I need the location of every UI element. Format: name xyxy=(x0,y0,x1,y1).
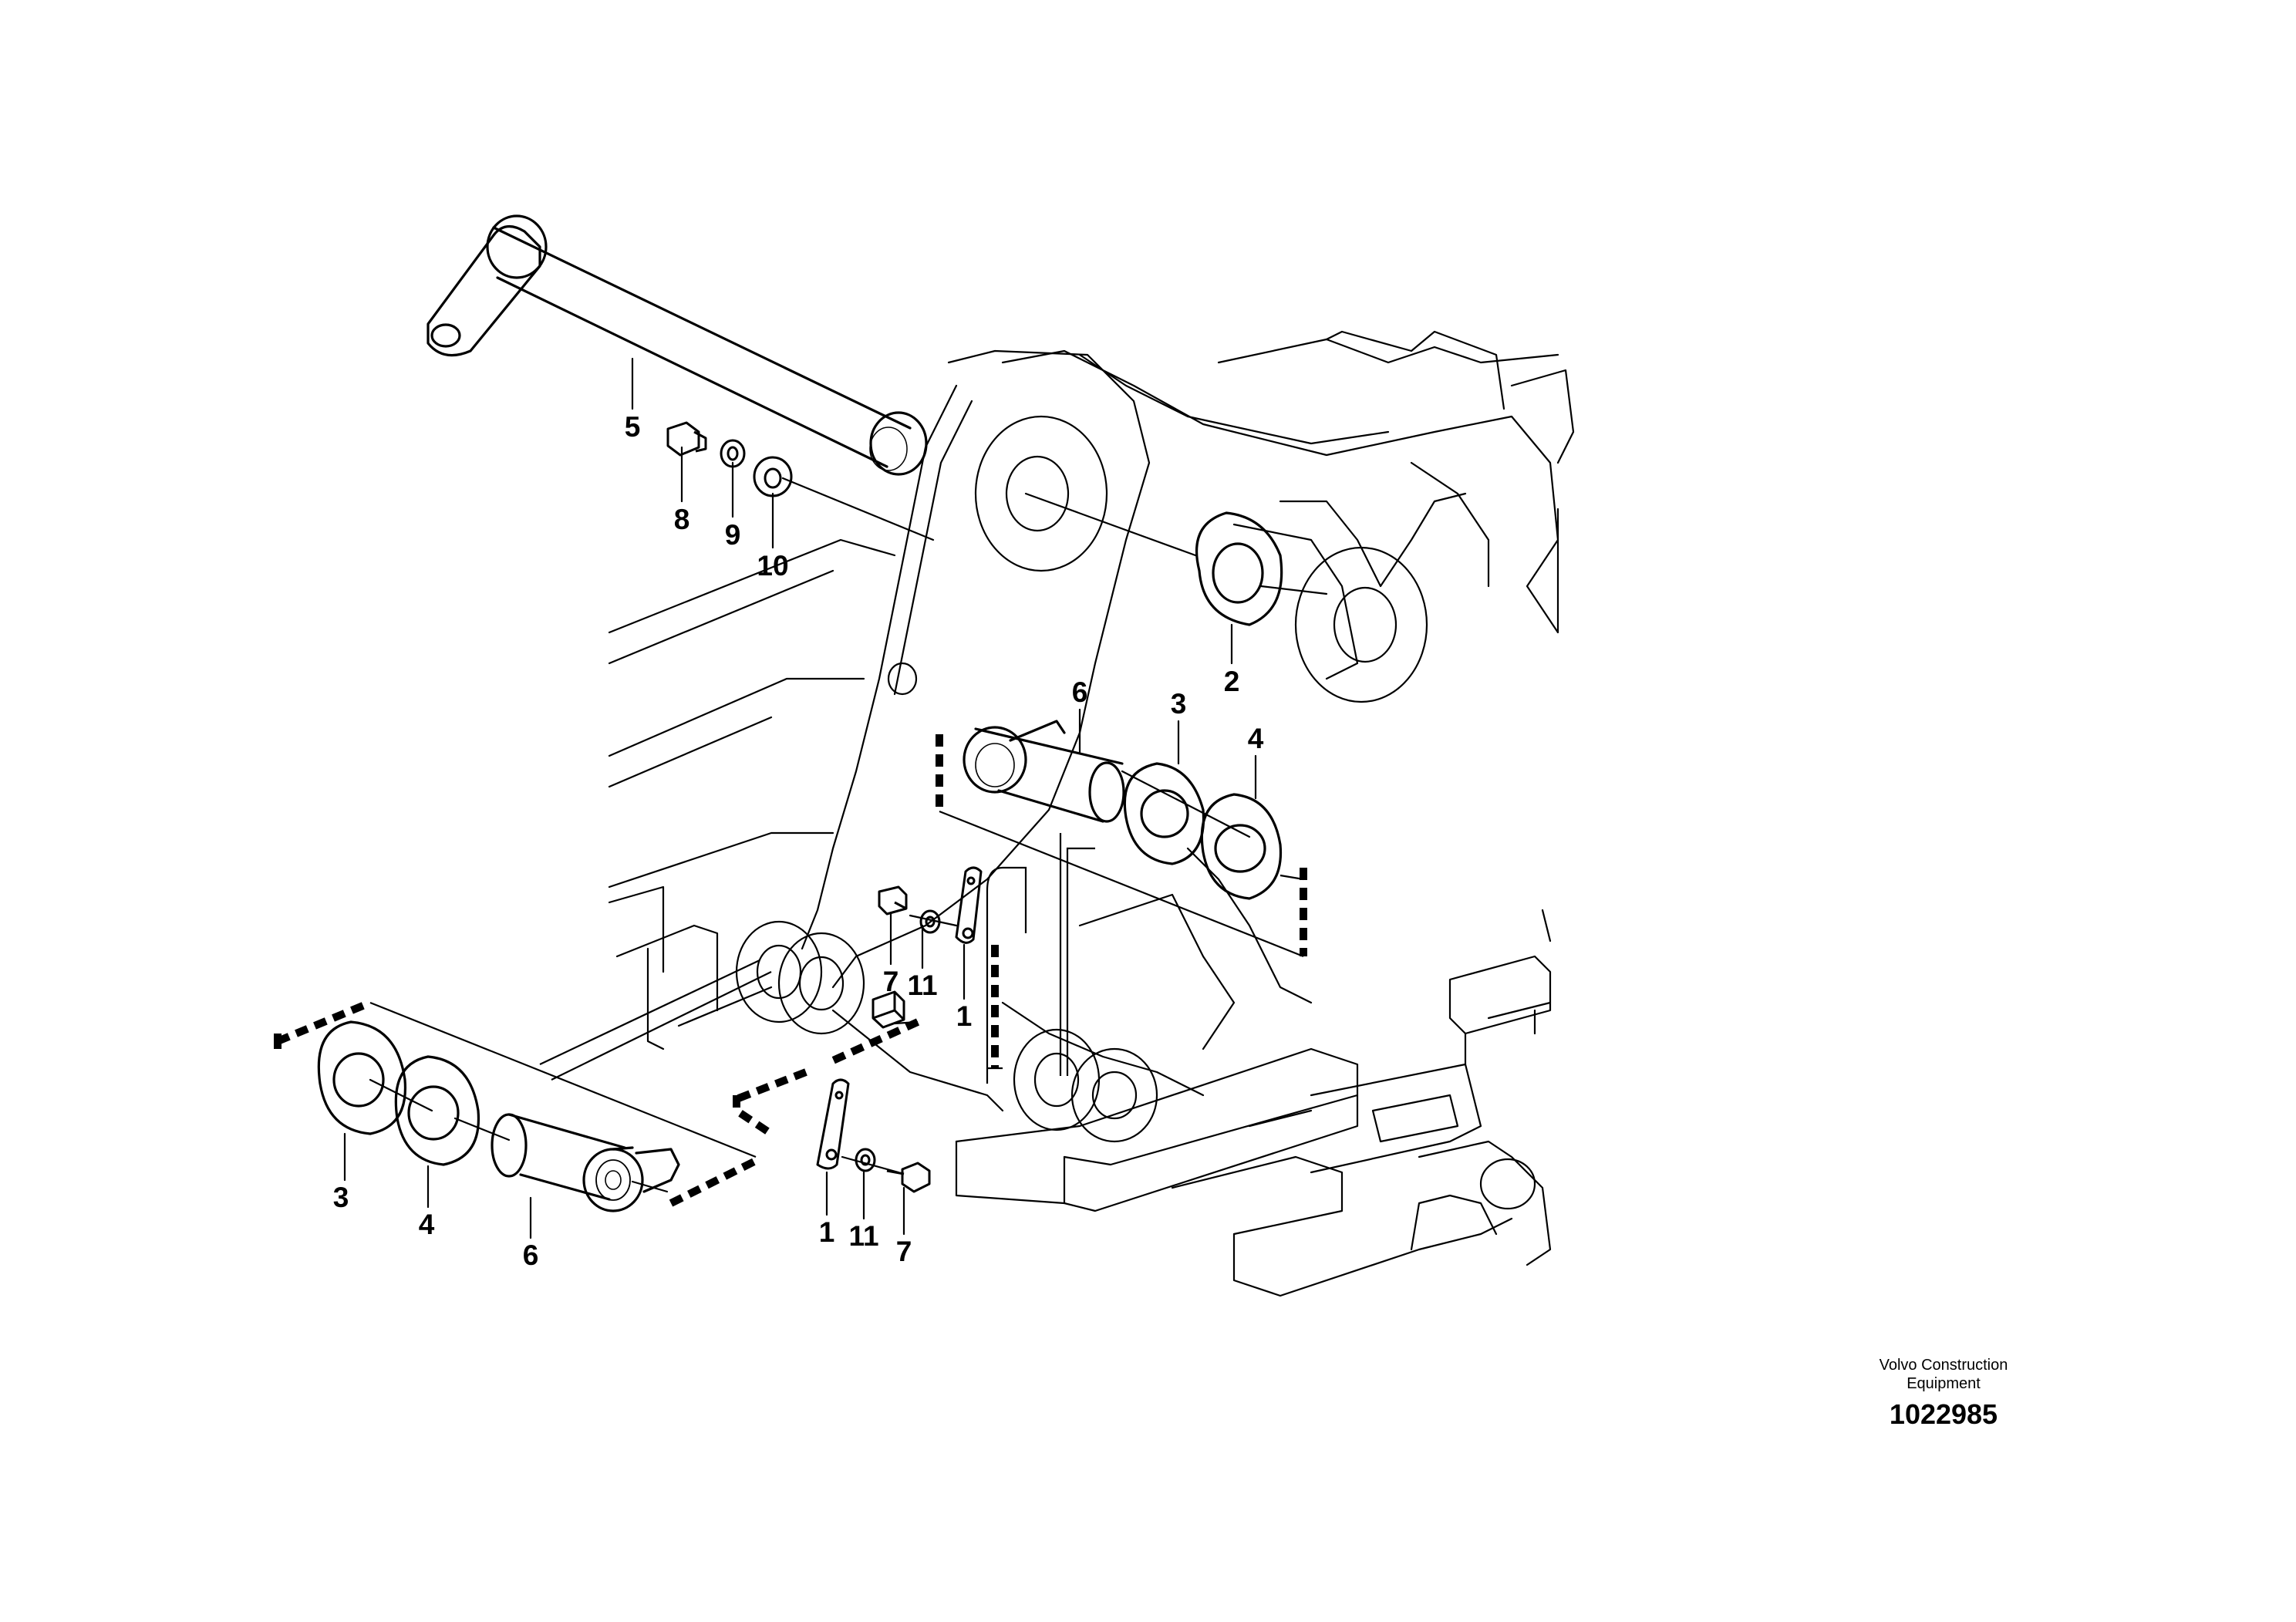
company-name-line1: Volvo Construction xyxy=(1879,1357,2008,1374)
callout-1-upper: 1 xyxy=(956,1000,973,1032)
upper-small-dashed-segment xyxy=(987,945,1003,1070)
part-4-upper-shim xyxy=(1200,793,1283,900)
leader-lines xyxy=(343,357,1328,1239)
lower-dashed-assembly-boundary xyxy=(274,959,772,1207)
parts-7-11-1-upper xyxy=(878,866,983,944)
callout-4-upper: 4 xyxy=(1248,723,1264,754)
callout-8: 8 xyxy=(674,504,690,535)
upper-dashed-assembly-boundary xyxy=(936,734,1307,1084)
part-3-upper-shim xyxy=(1123,762,1205,865)
parts-1-11-7-lower xyxy=(816,1078,931,1193)
part-6-upper-pin xyxy=(963,720,1125,823)
part-5-main-pin xyxy=(426,214,928,476)
callout-3-lower: 3 xyxy=(333,1182,349,1213)
callout-9: 9 xyxy=(725,519,741,551)
company-name-line2: Equipment xyxy=(1907,1375,1981,1392)
part-4-lower-shim xyxy=(394,1055,480,1166)
callout-labels: 5 8 9 10 2 6 3 4 7 11 1 3 4 6 1 11 7 xyxy=(333,411,1264,1271)
callout-6-upper: 6 xyxy=(1072,676,1088,708)
drawing-number: 1022985 xyxy=(1889,1398,1998,1430)
callout-6-lower: 6 xyxy=(523,1239,539,1271)
spacer-block xyxy=(872,990,905,1029)
brand-block: Volvo Construction Equipment 1022985 xyxy=(1866,1356,2021,1431)
callout-11-lower: 11 xyxy=(848,1220,878,1252)
callout-1-lower: 1 xyxy=(819,1216,835,1248)
callout-2: 2 xyxy=(1224,666,1240,697)
center-dashed-link xyxy=(733,1018,920,1138)
part-2-shim xyxy=(1195,511,1283,626)
background-frame-linework xyxy=(608,330,1575,1297)
callout-11-upper: 11 xyxy=(907,969,937,1001)
callout-7-lower: 7 xyxy=(896,1236,912,1267)
part-3-lower-shim xyxy=(317,1020,407,1135)
callout-4-lower: 4 xyxy=(419,1209,435,1240)
callout-7-upper: 7 xyxy=(883,966,899,997)
callout-10: 10 xyxy=(757,550,788,582)
callout-5: 5 xyxy=(625,411,641,443)
parts-8-9-10-fasteners xyxy=(666,421,793,497)
part-6-lower-pin xyxy=(491,1113,680,1212)
callout-3-upper: 3 xyxy=(1171,688,1187,720)
